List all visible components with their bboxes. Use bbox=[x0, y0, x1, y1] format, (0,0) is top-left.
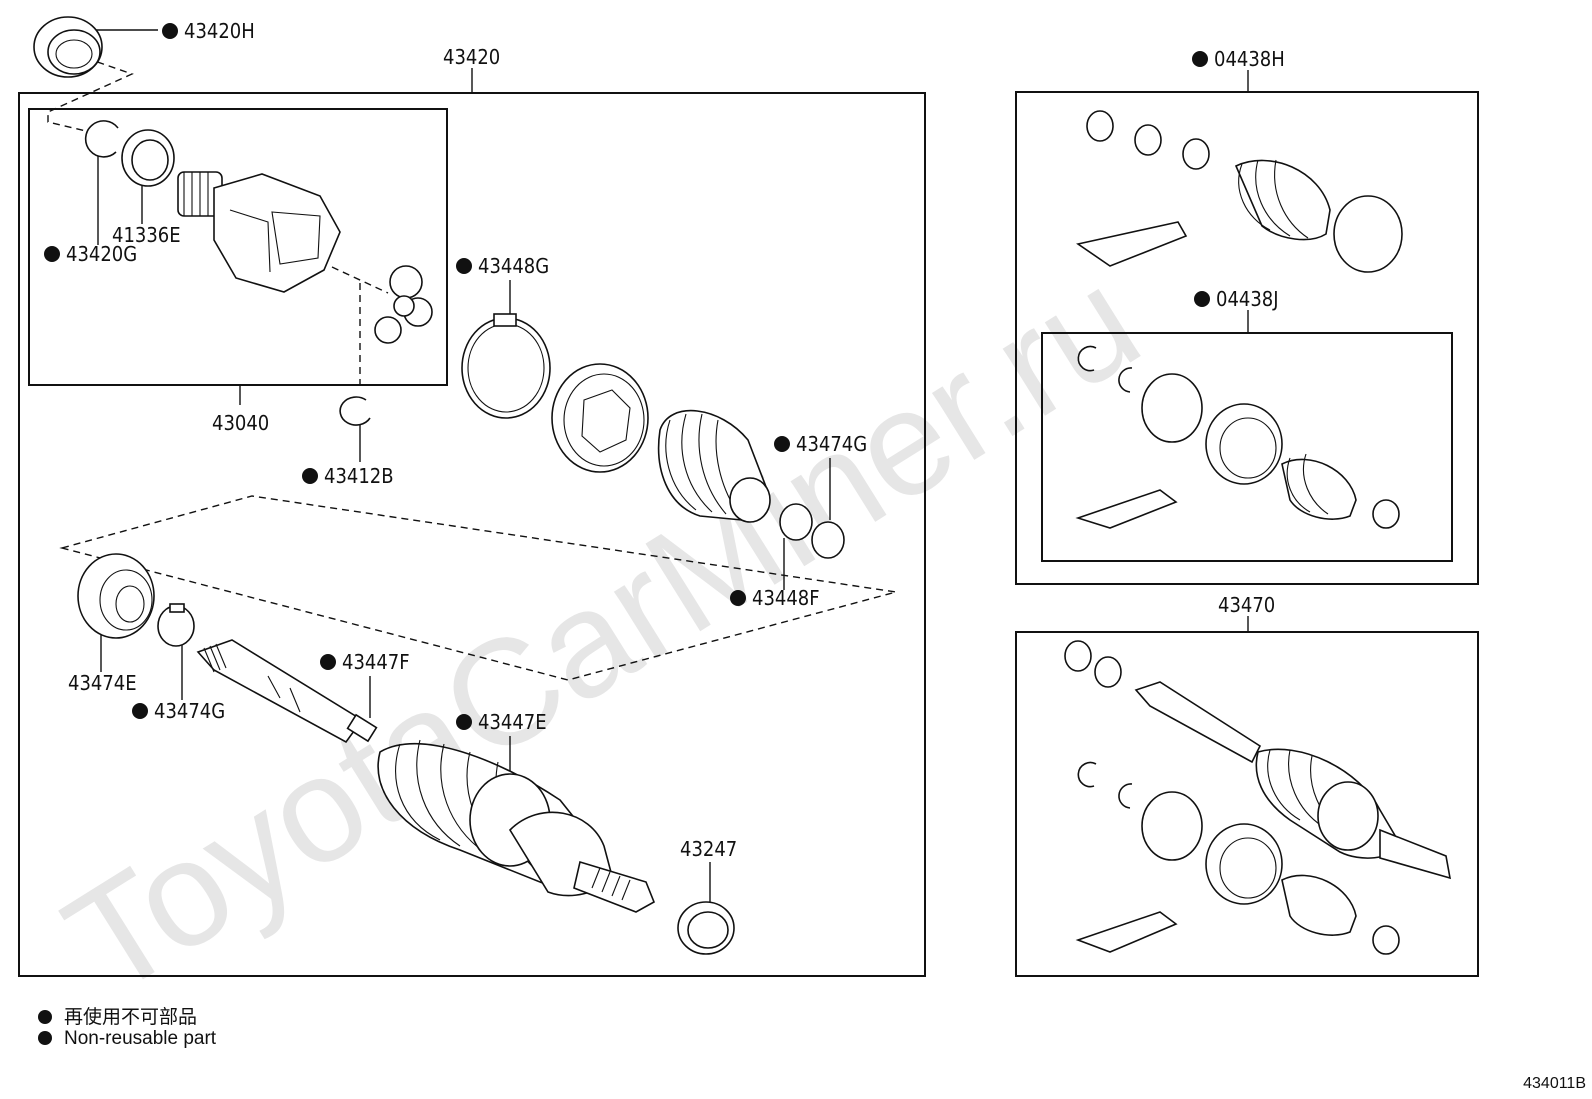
label-41336E[interactable]: 41336E bbox=[112, 223, 181, 247]
svg-text:43474G: 43474G bbox=[796, 432, 867, 456]
legend-en-text: Non-reusable part bbox=[64, 1028, 217, 1049]
frame-43470 bbox=[1015, 631, 1479, 977]
outer-cv-joint bbox=[508, 811, 656, 913]
inner-joint-housing bbox=[177, 171, 341, 293]
43412B-snap-ring bbox=[339, 396, 371, 426]
inner-boot-seal bbox=[551, 363, 649, 473]
label-43420H[interactable]: 43420H bbox=[162, 19, 255, 43]
43470-assembly-parts bbox=[1064, 640, 1452, 955]
non-reusable-icon bbox=[456, 714, 472, 730]
04438H-kit-parts bbox=[1076, 110, 1403, 273]
43474E-damper bbox=[77, 553, 155, 639]
non-reusable-icon bbox=[456, 258, 472, 274]
inner-boot bbox=[657, 409, 771, 523]
legend-en: Non-reusable part bbox=[38, 1028, 216, 1050]
non-reusable-icon bbox=[1192, 51, 1208, 67]
label-04438J[interactable]: 04438J bbox=[1194, 287, 1279, 311]
non-reusable-icon bbox=[44, 246, 60, 262]
label-43420[interactable]: 43420 bbox=[443, 45, 500, 69]
label-43247[interactable]: 43247 bbox=[680, 837, 737, 861]
label-43474E[interactable]: 43474E bbox=[68, 671, 137, 695]
svg-text:43448F: 43448F bbox=[752, 586, 820, 610]
non-reusable-icon bbox=[1194, 291, 1210, 307]
diagram-code: 434011B bbox=[1523, 1075, 1586, 1092]
svg-text:43420H: 43420H bbox=[184, 19, 255, 43]
watermark: ToyotaCarMiner.ru bbox=[38, 235, 1166, 1027]
non-reusable-icon bbox=[162, 23, 178, 39]
label-43448G[interactable]: 43448G bbox=[456, 254, 549, 278]
label-43447E[interactable]: 43447E bbox=[456, 710, 547, 734]
label-04438H[interactable]: 04438H bbox=[1192, 47, 1285, 71]
41336E-seal bbox=[121, 129, 175, 187]
label-43412B[interactable]: 43412B bbox=[302, 464, 394, 488]
svg-text:43447E: 43447E bbox=[478, 710, 547, 734]
label-43420G[interactable]: 43420G bbox=[44, 242, 137, 266]
label-43447F[interactable]: 43447F bbox=[320, 650, 410, 674]
43474G-clamp-bottom bbox=[157, 603, 195, 647]
label-43474G-top[interactable]: 43474G bbox=[774, 432, 867, 456]
non-reusable-icon bbox=[38, 1031, 52, 1045]
non-reusable-icon bbox=[730, 590, 746, 606]
non-reusable-icon bbox=[132, 703, 148, 719]
non-reusable-icon bbox=[302, 468, 318, 484]
label-43474G-bottom[interactable]: 43474G bbox=[132, 699, 225, 723]
svg-text:43447F: 43447F bbox=[342, 650, 410, 674]
43420H-ring bbox=[33, 16, 103, 78]
label-43040[interactable]: 43040 bbox=[212, 411, 269, 435]
43420G-snap-ring bbox=[84, 120, 119, 158]
non-reusable-icon bbox=[38, 1010, 52, 1024]
43448G-clamp bbox=[461, 313, 551, 419]
legend-jp-text: 再使用不可部品 bbox=[64, 1007, 198, 1028]
frame-04438J bbox=[1041, 332, 1453, 562]
non-reusable-icon bbox=[320, 654, 336, 670]
43247-seal-ring bbox=[677, 901, 735, 955]
svg-text:04438J: 04438J bbox=[1216, 287, 1279, 311]
frame-04438H bbox=[1015, 91, 1479, 585]
04438J-kit-parts bbox=[1075, 345, 1400, 529]
svg-text:43420G: 43420G bbox=[66, 242, 137, 266]
frame-43040 bbox=[28, 108, 448, 386]
label-43448F[interactable]: 43448F bbox=[730, 586, 820, 610]
svg-text:04438H: 04438H bbox=[1214, 47, 1285, 71]
43474G-clamp-top bbox=[779, 503, 845, 559]
svg-text:43412B: 43412B bbox=[324, 464, 394, 488]
label-43470[interactable]: 43470 bbox=[1218, 593, 1275, 617]
svg-text:43448G: 43448G bbox=[478, 254, 549, 278]
legend-jp: 再使用不可部品 bbox=[38, 1002, 197, 1029]
drive-shaft bbox=[196, 639, 378, 744]
tripod-joint bbox=[374, 265, 433, 344]
svg-text:43474G: 43474G bbox=[154, 699, 225, 723]
non-reusable-icon bbox=[774, 436, 790, 452]
